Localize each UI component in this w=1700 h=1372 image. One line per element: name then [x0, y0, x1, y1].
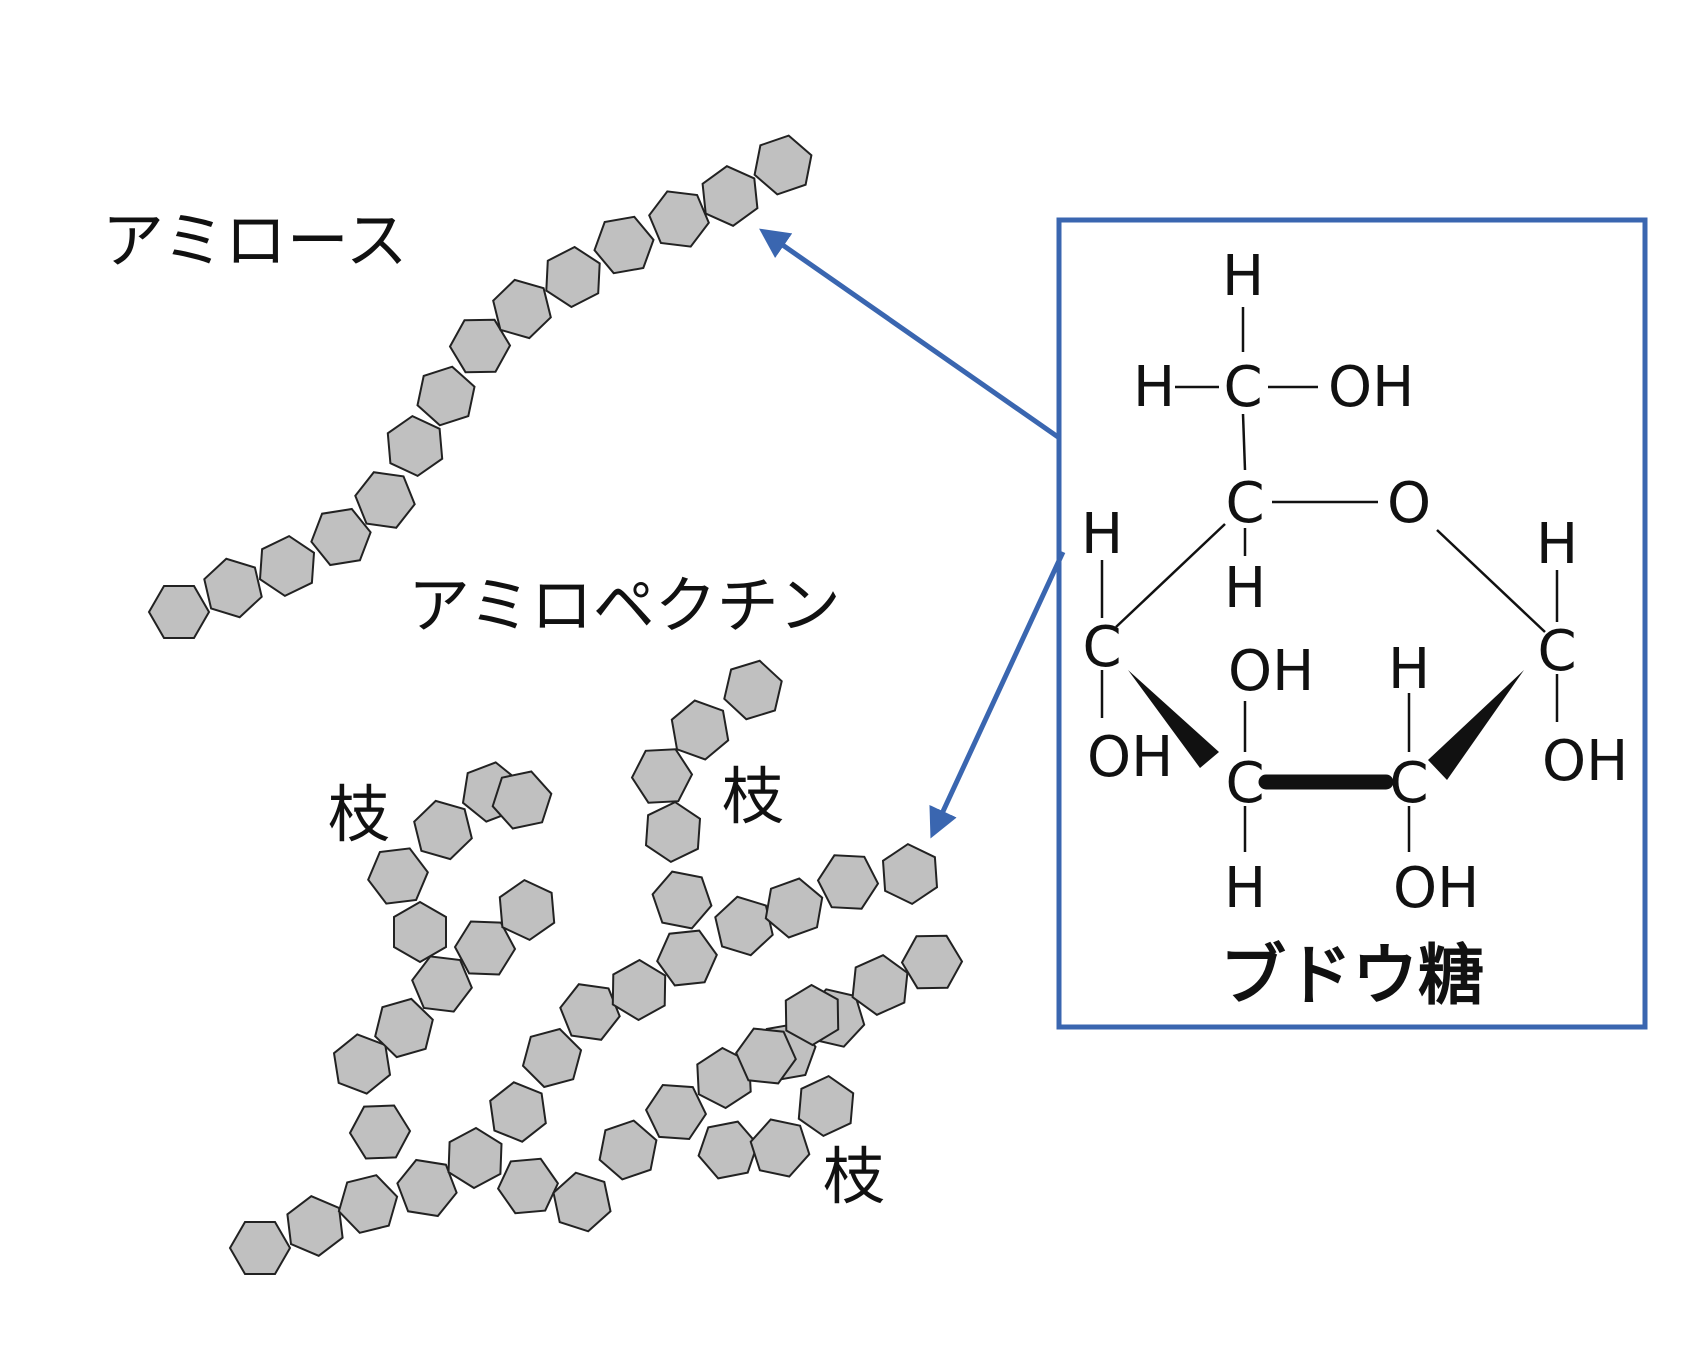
glucose-unit [354, 471, 416, 529]
bond [1115, 523, 1226, 628]
branch-label-bottom: 枝 [823, 1140, 885, 1213]
glucose-unit [286, 1195, 344, 1257]
glucose-unit [310, 507, 372, 567]
ring-oxygen: O [1387, 471, 1431, 536]
glucose-label: ブドウ糖 [1220, 937, 1484, 1014]
glucose-unit [881, 842, 939, 906]
glucose-unit [593, 215, 655, 275]
glucose-unit [411, 955, 473, 1013]
atom-oh: OH [1328, 355, 1414, 420]
glucose-unit [489, 1081, 547, 1143]
atom-c: C [1082, 615, 1121, 680]
amylopectin-label: アミロペクチン [408, 569, 841, 642]
glucose-unit [367, 847, 429, 905]
atom-c: C [1537, 619, 1576, 684]
glucose-unit [386, 414, 444, 478]
glucose-unit [228, 1221, 292, 1275]
glucose-unit [630, 748, 694, 804]
wedge-bond [1128, 670, 1219, 768]
glucose-unit [598, 1119, 658, 1181]
glucose-unit [784, 983, 840, 1047]
glucose-unit [735, 1027, 797, 1085]
glucose-unit [644, 1083, 708, 1141]
atom-c: C [1223, 355, 1262, 420]
glucose-unit [851, 954, 909, 1016]
glucose-unit [393, 900, 447, 964]
glucose-unit [498, 878, 556, 942]
glucose-unit [764, 877, 824, 939]
branch-label-top: 枝 [722, 760, 784, 833]
glucose-unit [337, 1174, 399, 1234]
amylose-label: アミロース [102, 204, 408, 277]
atom-c: C [1389, 751, 1428, 816]
glucose-box [1056, 217, 1648, 1030]
atom-h: H [1224, 856, 1266, 921]
atom-h: H [1222, 244, 1264, 309]
amylopectin-chains [228, 659, 964, 1275]
atom-oh: OH [1393, 856, 1479, 921]
glucose-unit [648, 190, 710, 248]
bond [1241, 413, 1247, 471]
glucose-unit [521, 1027, 583, 1089]
glucose-unit [374, 997, 434, 1059]
glucose-unit [396, 1158, 458, 1218]
glucose-unit [448, 318, 512, 374]
glucose-unit [491, 770, 553, 830]
amylose-chain [147, 134, 813, 639]
glucose-unit [714, 895, 774, 957]
arrow-to-amylose [759, 228, 1060, 440]
glucose-unit [753, 134, 813, 196]
glucose-unit [651, 870, 713, 930]
atom-h: H [1224, 556, 1266, 621]
glucose-unit [749, 1118, 811, 1178]
atom-h: H [1081, 502, 1123, 567]
glucose-unit [697, 1120, 759, 1180]
glucose-unit [816, 854, 880, 910]
arrow-to-amylopectin [929, 550, 1066, 839]
glucose-unit [496, 1157, 560, 1215]
bond [1436, 529, 1546, 633]
glucose-unit [492, 278, 552, 340]
atom-c: C [1225, 751, 1264, 816]
glucose-unit [147, 585, 211, 639]
glucose-unit [656, 929, 718, 987]
glucose-unit [900, 934, 964, 990]
wedge-bond [1428, 670, 1524, 780]
glucose-unit [413, 799, 473, 861]
glucose-unit [447, 1126, 503, 1190]
atom-h: H [1388, 637, 1430, 702]
glucose-unit [696, 1046, 752, 1110]
glucose-unit [797, 1074, 855, 1138]
glucose-unit [670, 699, 730, 761]
glucose-unit [723, 659, 783, 721]
glucose-unit [416, 365, 476, 427]
glucose-unit [559, 983, 621, 1041]
atom-oh: OH [1542, 729, 1628, 794]
atom-c: C [1225, 471, 1264, 536]
glucose-unit [644, 800, 702, 864]
atom-oh: OH [1228, 639, 1314, 704]
atom-h: H [1536, 512, 1578, 577]
glucose-unit [258, 534, 316, 598]
glucose-unit [611, 958, 667, 1022]
atom-h: H [1133, 355, 1175, 420]
glucose-unit [701, 165, 759, 227]
glucose-unit [203, 557, 263, 619]
branch-label-left: 枝 [328, 778, 390, 851]
glucose-structure: H H C OH C O H H C OH H C OH OH H C C H … [1081, 244, 1628, 921]
glucose-unit [453, 920, 517, 976]
glucose-unit [348, 1104, 412, 1160]
atom-oh: OH [1087, 725, 1173, 790]
glucose-unit [552, 1171, 612, 1233]
glucose-unit [545, 245, 601, 309]
